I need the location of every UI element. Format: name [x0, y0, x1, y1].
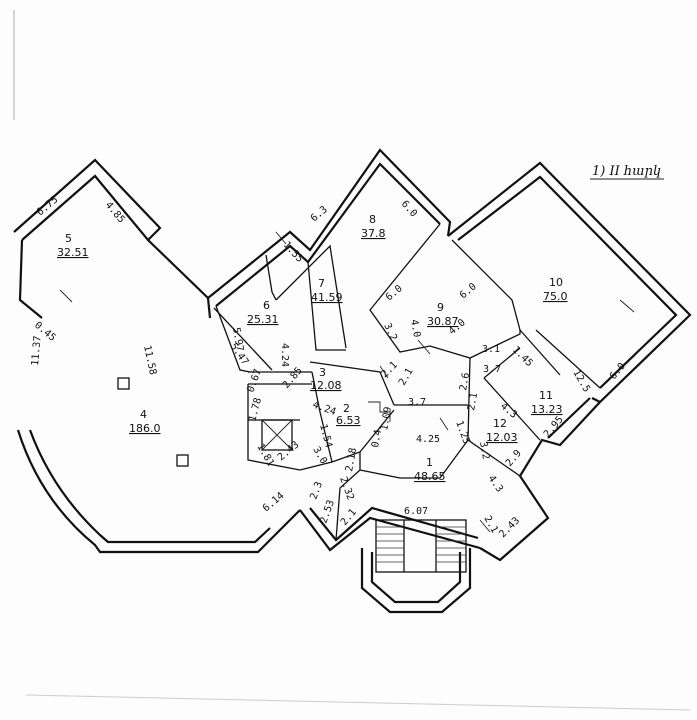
dimension-label: 6.0 — [458, 281, 479, 301]
room-number: 11 — [539, 389, 553, 402]
dimension-label: 5.47 — [228, 341, 251, 367]
room-number: 10 — [549, 276, 563, 289]
dimension-label: 6.07 — [404, 506, 428, 517]
dimension-label: 2.3 — [308, 480, 325, 501]
dimension-label: 1.81 — [254, 442, 276, 468]
room-number: 8 — [369, 213, 376, 226]
room-area: 30.87 — [427, 315, 459, 328]
dimension-label: 2.18 — [344, 447, 359, 473]
dimension-label: 4.3 — [486, 473, 505, 494]
dimension-label: 3.2 — [381, 322, 399, 343]
room-number: 4 — [140, 408, 147, 421]
room-area: 37.8 — [361, 227, 386, 240]
column — [117, 377, 130, 390]
dimension-label: 1.78 — [247, 397, 264, 423]
dimension-label: 12.5 — [570, 368, 592, 394]
dimension-label: 3.1 — [482, 344, 500, 355]
room-area: 12.08 — [310, 379, 342, 392]
dimension-label: 3.7 — [483, 364, 501, 375]
dimension-label: 4.24 — [311, 399, 337, 418]
scan-artifact-line — [25, 694, 691, 711]
room-labels: 5 32.51 4 186.0 6 25.31 7 41.59 8 37.8 9… — [57, 213, 568, 483]
room-number: 6 — [263, 299, 270, 312]
dimension-label: 2.43 — [497, 515, 522, 540]
dimension-label: 2.95 — [542, 414, 566, 440]
room-area: 75.0 — [543, 290, 568, 303]
dimension-label: 11.37 — [30, 335, 44, 366]
room-number: 3 — [319, 366, 326, 379]
small-stair — [368, 401, 391, 422]
dimension-label: 4.0 — [408, 319, 422, 339]
dimension-label: 2.1 — [466, 392, 480, 412]
room-area: 186.0 — [129, 422, 161, 435]
room-area: 41.59 — [311, 291, 343, 304]
dimension-label: 2.85 — [281, 365, 305, 391]
room-number: 5 — [65, 232, 72, 245]
dimension-label: 1.09 — [379, 406, 394, 432]
sheet-title: 1) II հարկ — [592, 164, 661, 179]
interior-walls — [213, 223, 601, 541]
dimension-label: 6.0 — [384, 283, 405, 303]
dimension-label: 4.24 — [279, 343, 290, 367]
room-number: 7 — [318, 277, 325, 290]
dimension-label: 3.7 — [408, 397, 426, 408]
room-number: 2 — [343, 402, 350, 415]
dimension-label: 4.25 — [416, 434, 440, 445]
dimension-label: 6.3 — [309, 204, 330, 224]
dimension-label: 1.45 — [510, 344, 535, 369]
dimension-label: 2.1 — [397, 366, 416, 387]
dimension-label: 3.2 — [477, 441, 491, 461]
wall-ticks — [59, 231, 635, 533]
room-area: 25.31 — [247, 313, 279, 326]
dimension-label: 6.0 — [399, 199, 419, 220]
dimension-label: 2.43 — [276, 439, 302, 463]
room-area: 32.51 — [57, 246, 89, 259]
dimension-label: 11.58 — [141, 344, 158, 376]
room-number: 1 — [426, 456, 433, 469]
room-area: 48.65 — [414, 470, 446, 483]
room-area: 12.03 — [486, 431, 518, 444]
column — [176, 454, 189, 467]
dimension-label: 2.9 — [504, 448, 524, 469]
dimension-label: 2.53 — [318, 499, 337, 525]
dimension-label: 6.75 — [35, 194, 61, 218]
room-area: 6.53 — [336, 414, 361, 427]
dimension-label: 5.97 — [230, 327, 245, 353]
room-area: 13.23 — [531, 403, 563, 416]
room-number: 12 — [493, 417, 507, 430]
elevator-shaft — [261, 419, 293, 451]
dimension-label: 2.6 — [458, 372, 472, 392]
room-number: 9 — [437, 301, 444, 314]
dimension-label: 2.1 — [339, 507, 359, 528]
dimension-label: 6.14 — [261, 490, 287, 514]
dimension-label: 0.4 — [370, 429, 384, 449]
main-stair — [375, 519, 467, 573]
dimension-label: 4.85 — [103, 200, 127, 226]
